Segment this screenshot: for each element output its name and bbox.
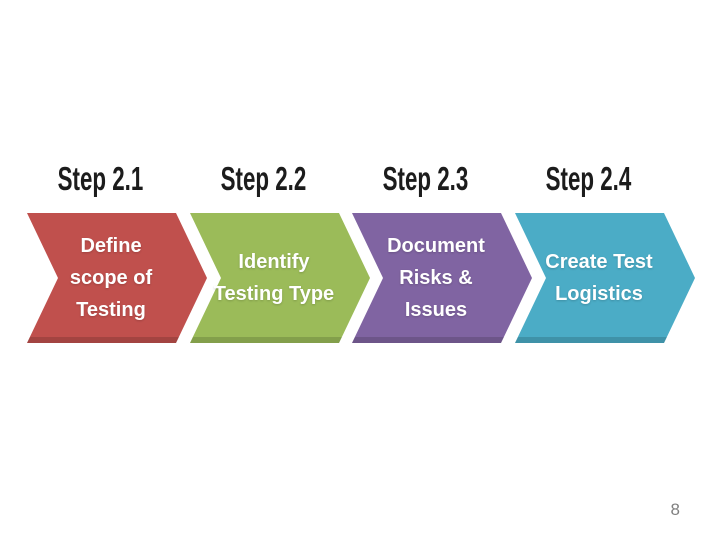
step-label-2-1: Step 2.1 [57,159,143,198]
chevron-text: Document Risks & Issues [387,235,485,321]
chevron-text: Define scope of Testing [69,235,153,321]
chevron-shape [190,213,370,343]
chevron-shape [515,213,695,343]
chevron-text: Identify Testing Type [213,251,335,305]
chevron-step-2-4: Create Test Logistics [515,213,695,343]
page-number: 8 [670,500,680,519]
chevron-step-2-1: Define scope of Testing [27,213,207,343]
step-label-2-2: Step 2.2 [220,159,306,198]
step-label-2-4: Step 2.4 [545,159,631,198]
step-label-2-3: Step 2.3 [382,159,468,198]
chevron-step-2-2: Identify Testing Type [190,213,370,343]
chevron-step-2-3: Document Risks & Issues [352,213,532,343]
chevron-shape [352,213,532,343]
chevron-text: Create Test Logistics [545,251,653,305]
chevron-shape [27,213,207,343]
